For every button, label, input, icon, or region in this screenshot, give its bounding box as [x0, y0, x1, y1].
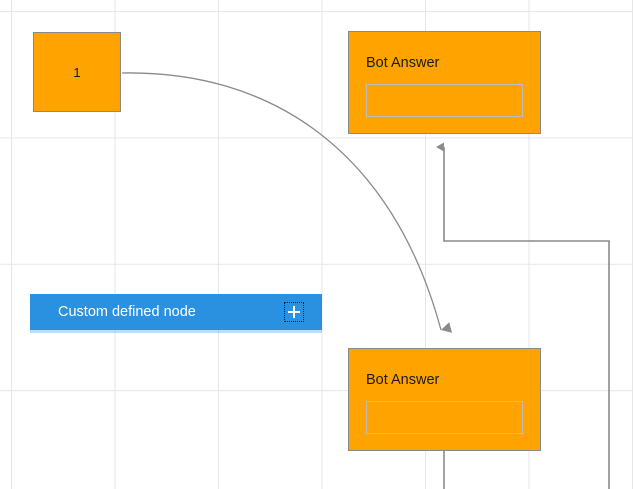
- start-node-label: 1: [73, 64, 81, 80]
- bot-answer-title: Bot Answer: [366, 55, 440, 71]
- bot-answer-title: Bot Answer: [366, 372, 440, 388]
- custom-defined-node-bar[interactable]: Custom defined node: [30, 294, 322, 330]
- bot-answer-slot[interactable]: [366, 401, 523, 434]
- orthogonal-connector[interactable]: [436, 142, 610, 242]
- bot-answer-slot[interactable]: [366, 84, 523, 117]
- plus-icon-vertical: [292, 306, 296, 318]
- plus-icon[interactable]: [284, 302, 304, 322]
- custom-defined-node-label: Custom defined node: [58, 303, 196, 320]
- start-node[interactable]: 1: [33, 32, 121, 112]
- bot-answer-node-bottom[interactable]: Bot Answer: [348, 348, 541, 451]
- bot-answer-node-top[interactable]: Bot Answer: [348, 31, 541, 134]
